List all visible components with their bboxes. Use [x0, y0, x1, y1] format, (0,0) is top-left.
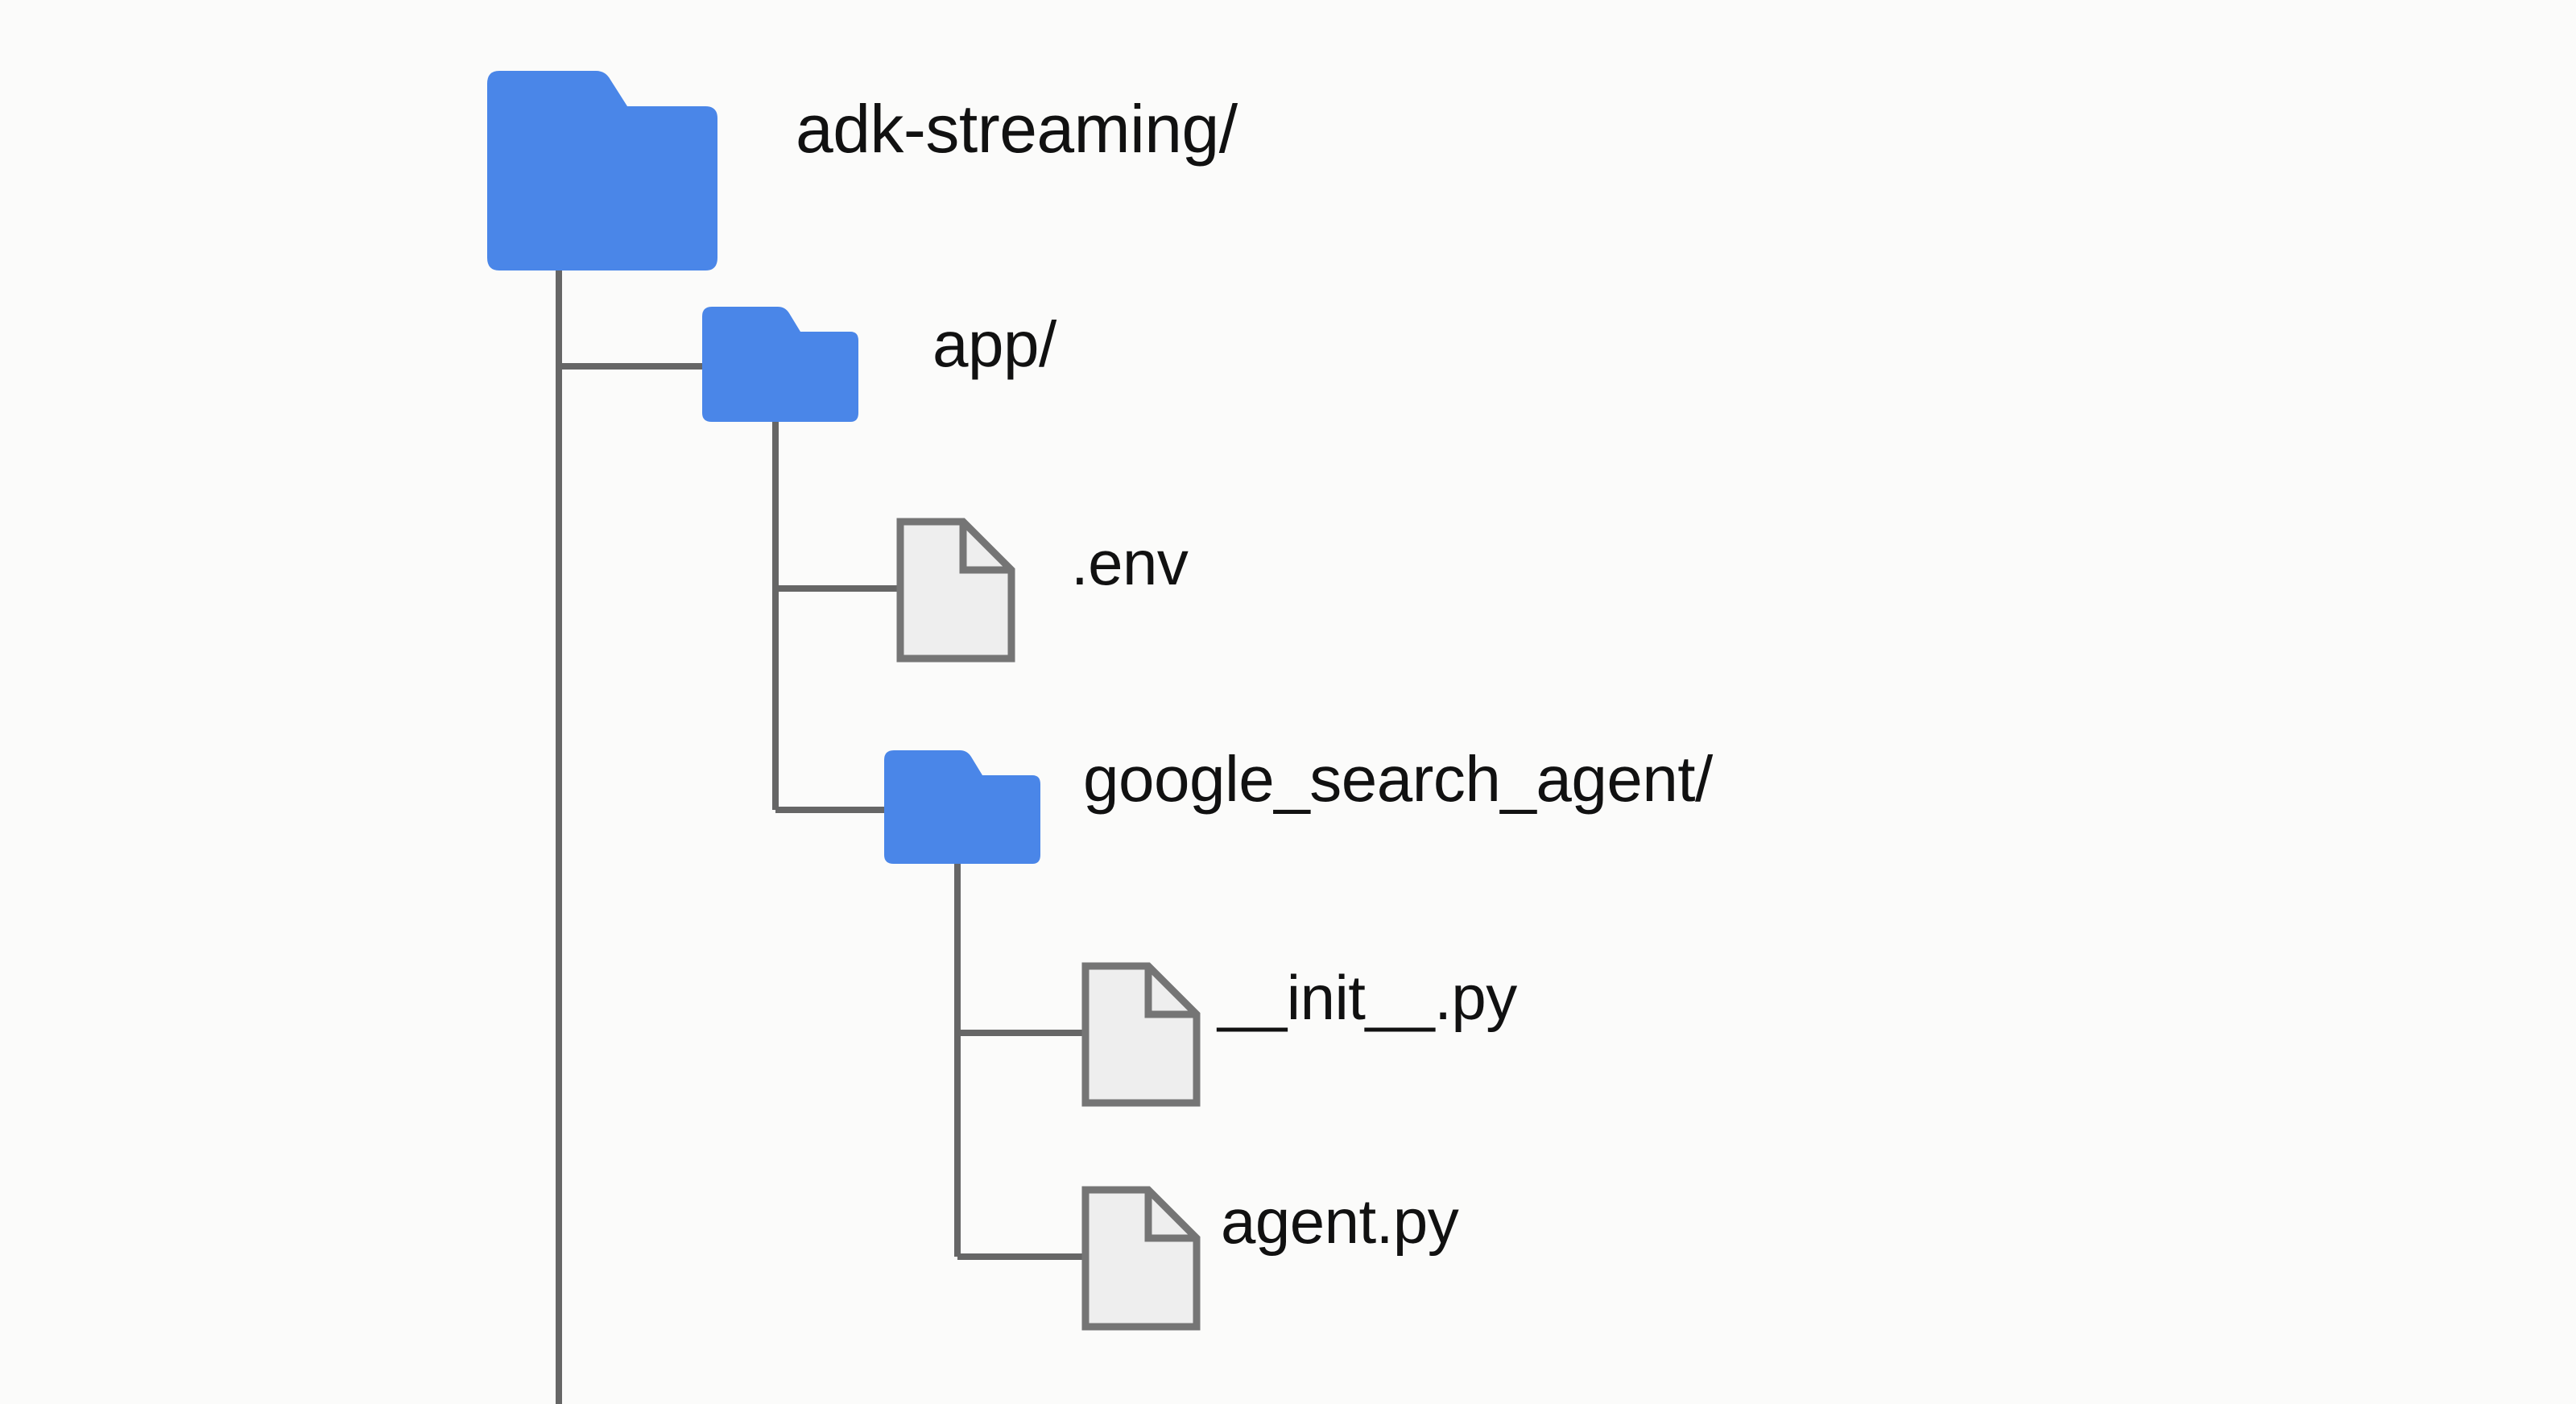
tree-node-label-google-search-agent[interactable]: google_search_agent/ — [1083, 743, 1713, 815]
folder-icon-shape — [487, 71, 717, 270]
file-icon-shape — [896, 518, 1015, 663]
tree-node-label-adk-streaming[interactable]: adk-streaming/ — [796, 91, 1238, 167]
tree-node-label-agent-py[interactable]: agent.py — [1221, 1186, 1459, 1257]
tree-node-label-app[interactable]: app/ — [932, 308, 1056, 380]
tree-node-label-env[interactable]: .env — [1071, 527, 1189, 598]
folder-icon[interactable] — [884, 750, 1040, 864]
folder-icon[interactable] — [702, 307, 858, 422]
file-icon-fold — [1144, 966, 1197, 1018]
tree-node-label-init-py[interactable]: __init__.py — [1218, 962, 1517, 1033]
file-icon-fold — [1144, 1190, 1197, 1242]
folder-icon-shape — [884, 750, 1040, 864]
folder-icon-shape — [702, 307, 858, 422]
file-icon-shape — [1081, 1186, 1201, 1331]
file-icon[interactable] — [1081, 962, 1201, 1107]
tree-connectors — [556, 269, 1085, 1404]
file-icon-shape — [1081, 962, 1201, 1107]
file-icon[interactable] — [896, 518, 1015, 663]
file-icon[interactable] — [1081, 1186, 1201, 1331]
folder-icon[interactable] — [487, 71, 717, 270]
file-icon-fold — [959, 522, 1011, 574]
